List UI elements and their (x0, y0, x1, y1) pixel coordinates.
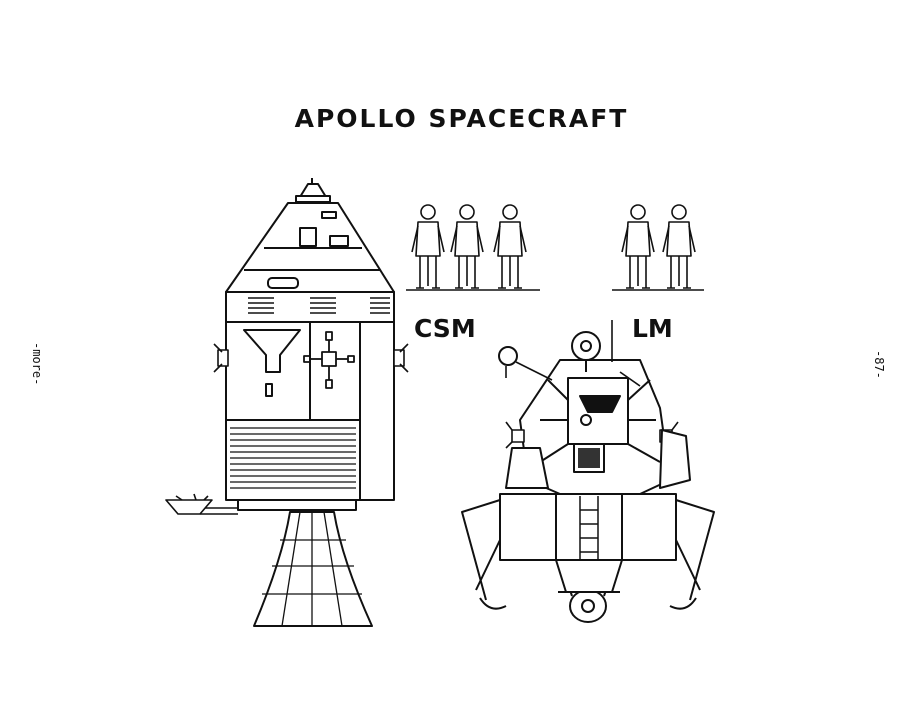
csm-drawing (165, 178, 409, 627)
page-title: APOLLO SPACECRAFT (294, 104, 629, 133)
astronaut-figure-1 (411, 204, 445, 289)
astronaut-figure-2 (450, 204, 484, 289)
lm-drawing (461, 320, 715, 623)
astronaut-figure-3 (493, 204, 527, 289)
csm-label: CSM (414, 314, 476, 343)
astronaut-figure-5 (662, 204, 696, 289)
astronaut-figure-4 (621, 204, 655, 289)
lm-label: LM (632, 314, 673, 343)
astronaut-figures (406, 204, 704, 291)
